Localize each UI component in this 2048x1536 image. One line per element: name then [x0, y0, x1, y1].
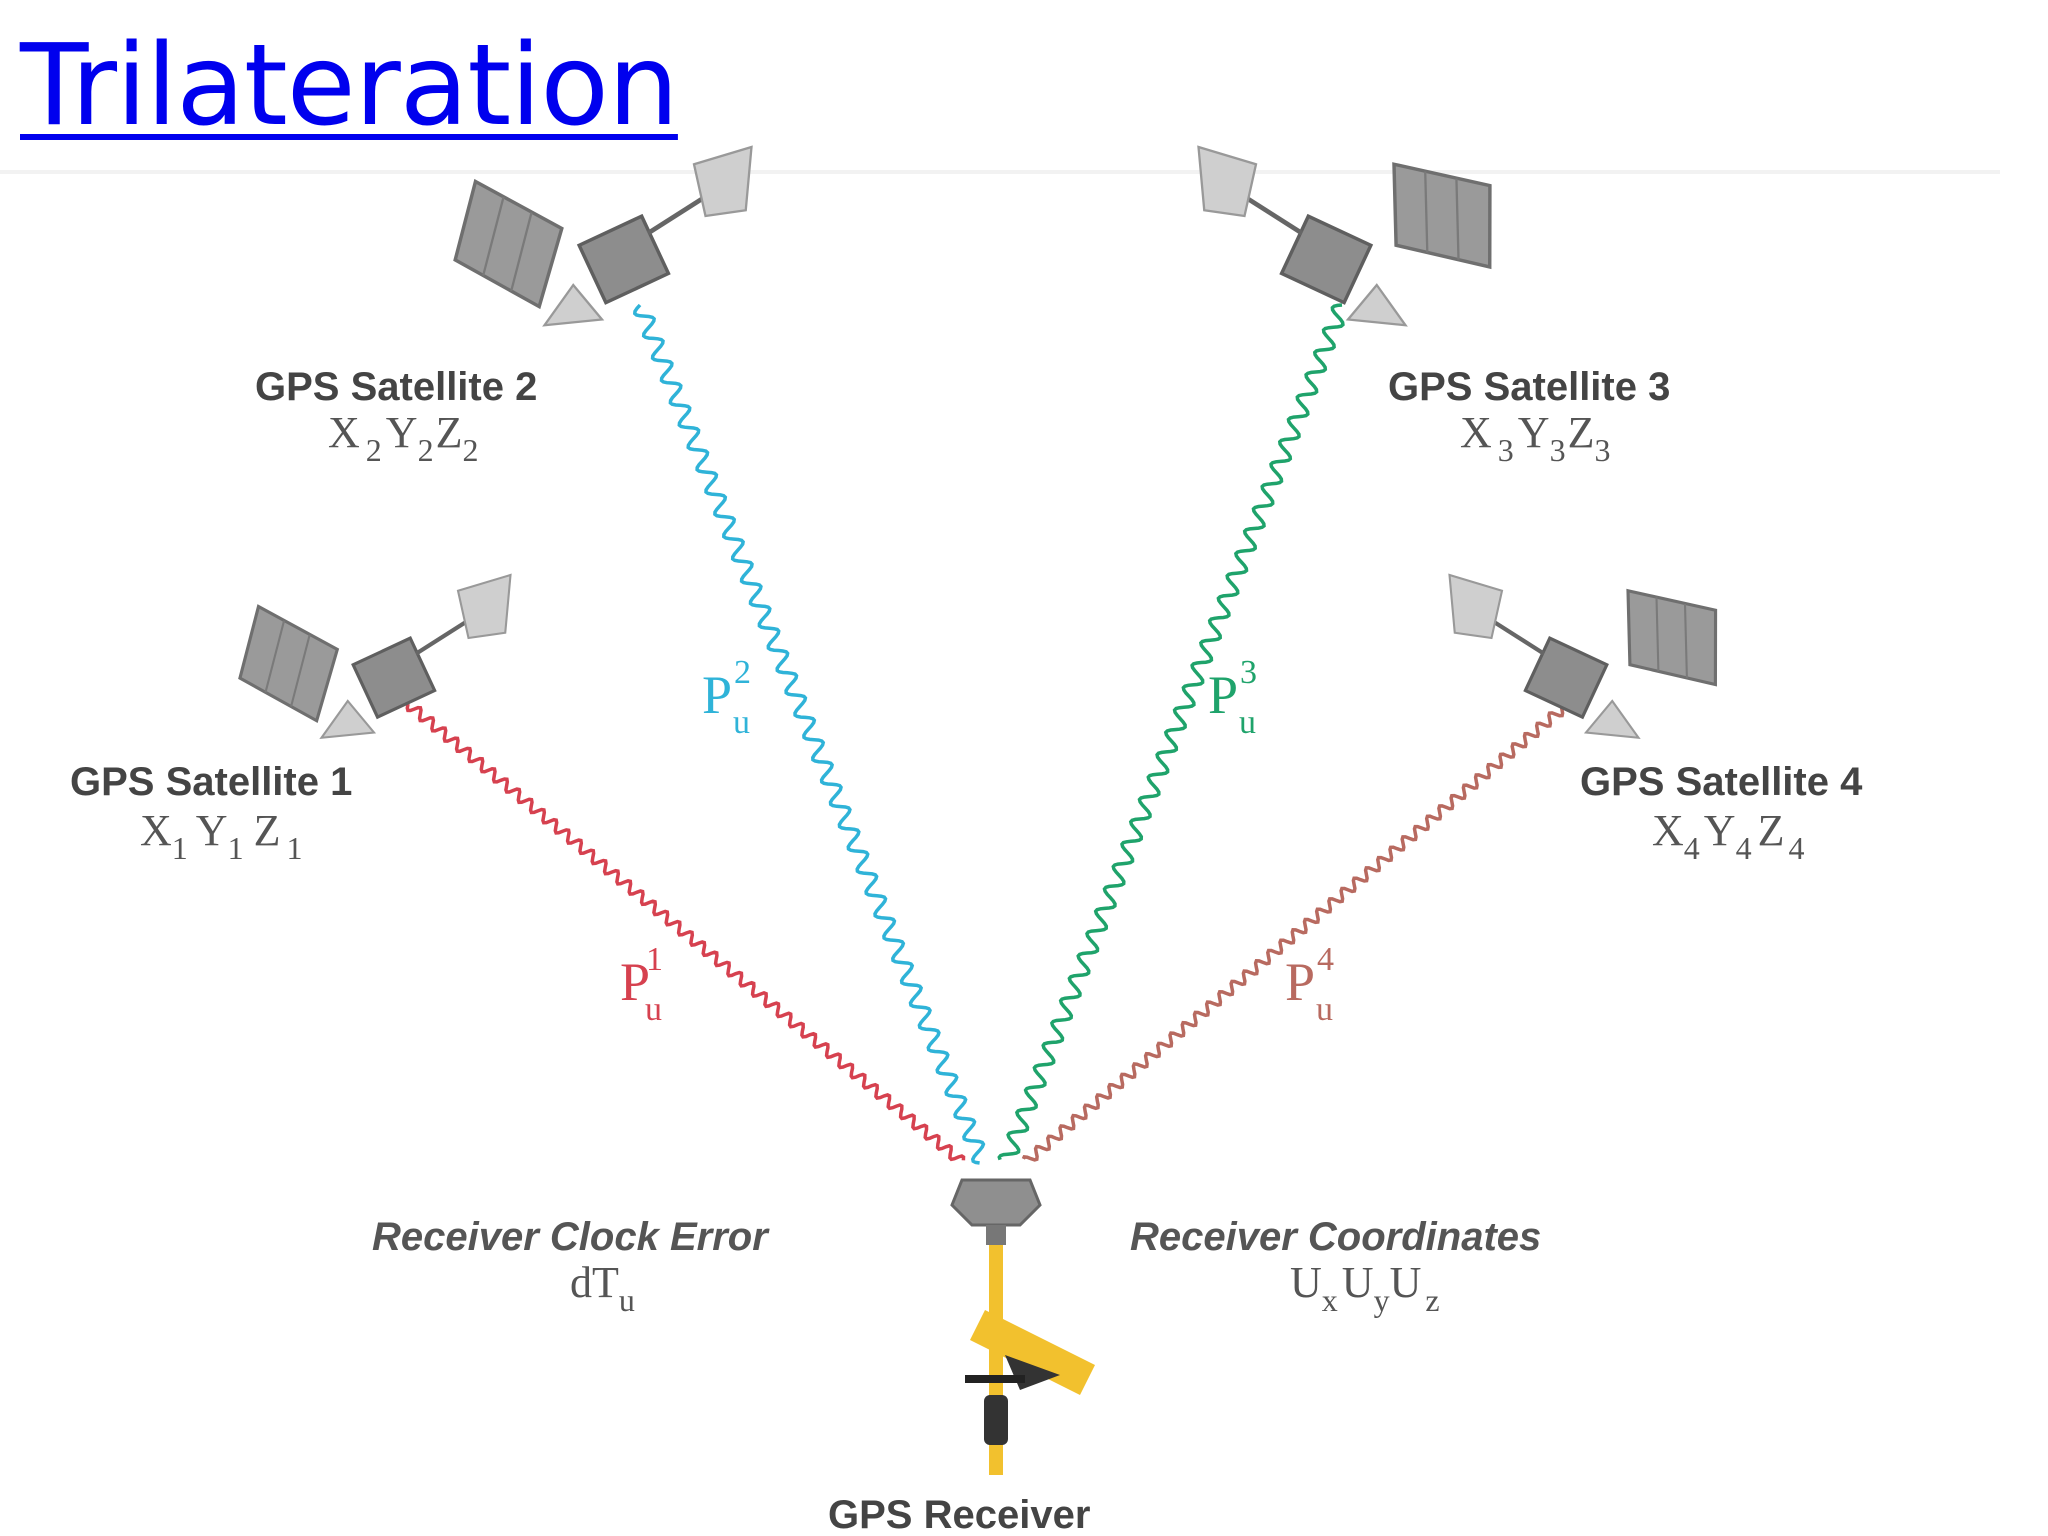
receiver-clock-error-symbol: dTu: [570, 1258, 635, 1318]
receiver-coordinates-title: Receiver Coordinates: [1130, 1215, 1541, 1259]
satellite-4-icon: [1448, 573, 1728, 740]
signal-path-satellite-1: [405, 703, 966, 1162]
gps-receiver-icon: [950, 1178, 1095, 1475]
receiver-clock-error-title: Receiver Clock Error: [372, 1215, 770, 1259]
satellite-1-name: GPS Satellite 1: [70, 760, 352, 804]
signal-path-satellite-2: [632, 303, 986, 1165]
satellite-3-icon: [1197, 145, 1503, 327]
satellite-1-icon: [233, 573, 512, 740]
satellite-2-name: GPS Satellite 2: [255, 365, 537, 409]
satellite-3-name: GPS Satellite 3: [1388, 365, 1670, 409]
slide-title[interactable]: Trilateration: [20, 21, 679, 151]
gps-receiver-label: GPS Receiver: [828, 1493, 1090, 1536]
figure-top-border: [0, 170, 2000, 174]
signal-paths: [405, 303, 1569, 1165]
satellite-4-name: GPS Satellite 4: [1580, 760, 1863, 804]
signal-path-satellite-3: [997, 303, 1345, 1161]
satellite-2-icon: [448, 145, 753, 327]
signal-path-satellite-4: [1021, 700, 1569, 1162]
